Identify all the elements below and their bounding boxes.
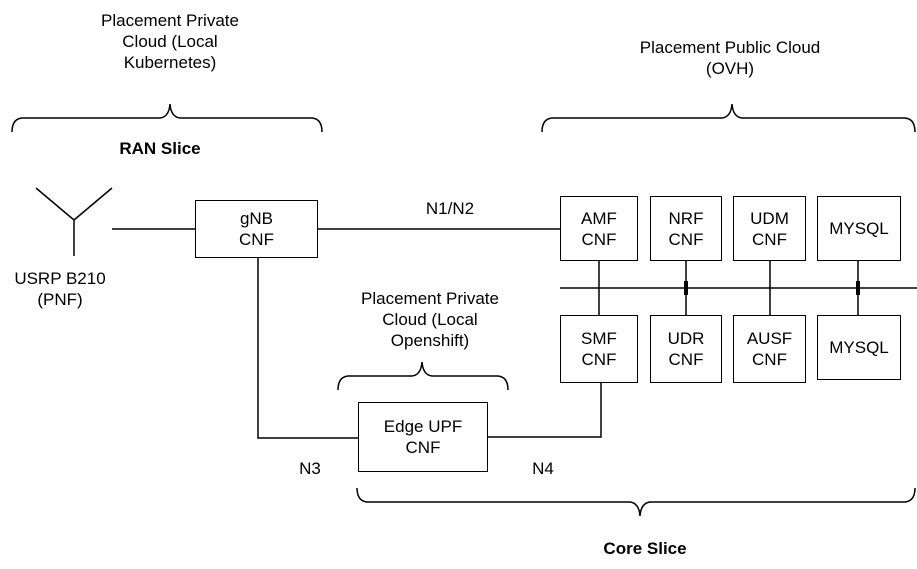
n3-interface-label: N3 (299, 459, 321, 478)
core-slice-label: Core Slice (603, 539, 687, 558)
nrf-cnf-node: NRF CNF (650, 196, 722, 261)
n1n2-interface-label: N1/N2 (425, 199, 475, 218)
bus-junction (856, 281, 860, 295)
amf-cnf-node: AMF CNF (560, 196, 638, 261)
n4-interface-label: N4 (532, 459, 554, 478)
link-n3 (257, 258, 358, 439)
bus-junction (684, 281, 688, 295)
ran-slice-label: RAN Slice (119, 139, 201, 158)
ausf-cnf-node: AUSF CNF (733, 315, 806, 383)
link-n4 (488, 383, 602, 438)
mysql-node-bottom: MYSQL (817, 315, 901, 380)
brace-private-cloud-k8s (11, 103, 323, 133)
brace-core-slice (356, 487, 916, 517)
mysql-node-top: MYSQL (817, 196, 901, 261)
gnb-cnf-node: gNB CNF (195, 200, 318, 258)
brace-public-cloud (541, 103, 916, 133)
usrp-b210-label: USRP B210 (PNF) (14, 269, 106, 309)
brace-private-cloud-openshift (337, 361, 509, 391)
udm-cnf-node: UDM CNF (733, 196, 806, 261)
udr-cnf-node: UDR CNF (650, 315, 722, 383)
edge-upf-cnf-node: Edge UPF CNF (358, 402, 488, 472)
smf-cnf-node: SMF CNF (560, 315, 638, 383)
private-cloud-openshift-label: Placement Private Cloud (Local Openshift… (361, 289, 499, 350)
public-cloud-label: Placement Public Cloud (OVH) (639, 38, 821, 78)
private-cloud-kubernetes-label: Placement Private Cloud (Local Kubernete… (101, 11, 239, 72)
antenna-icon (35, 187, 113, 256)
